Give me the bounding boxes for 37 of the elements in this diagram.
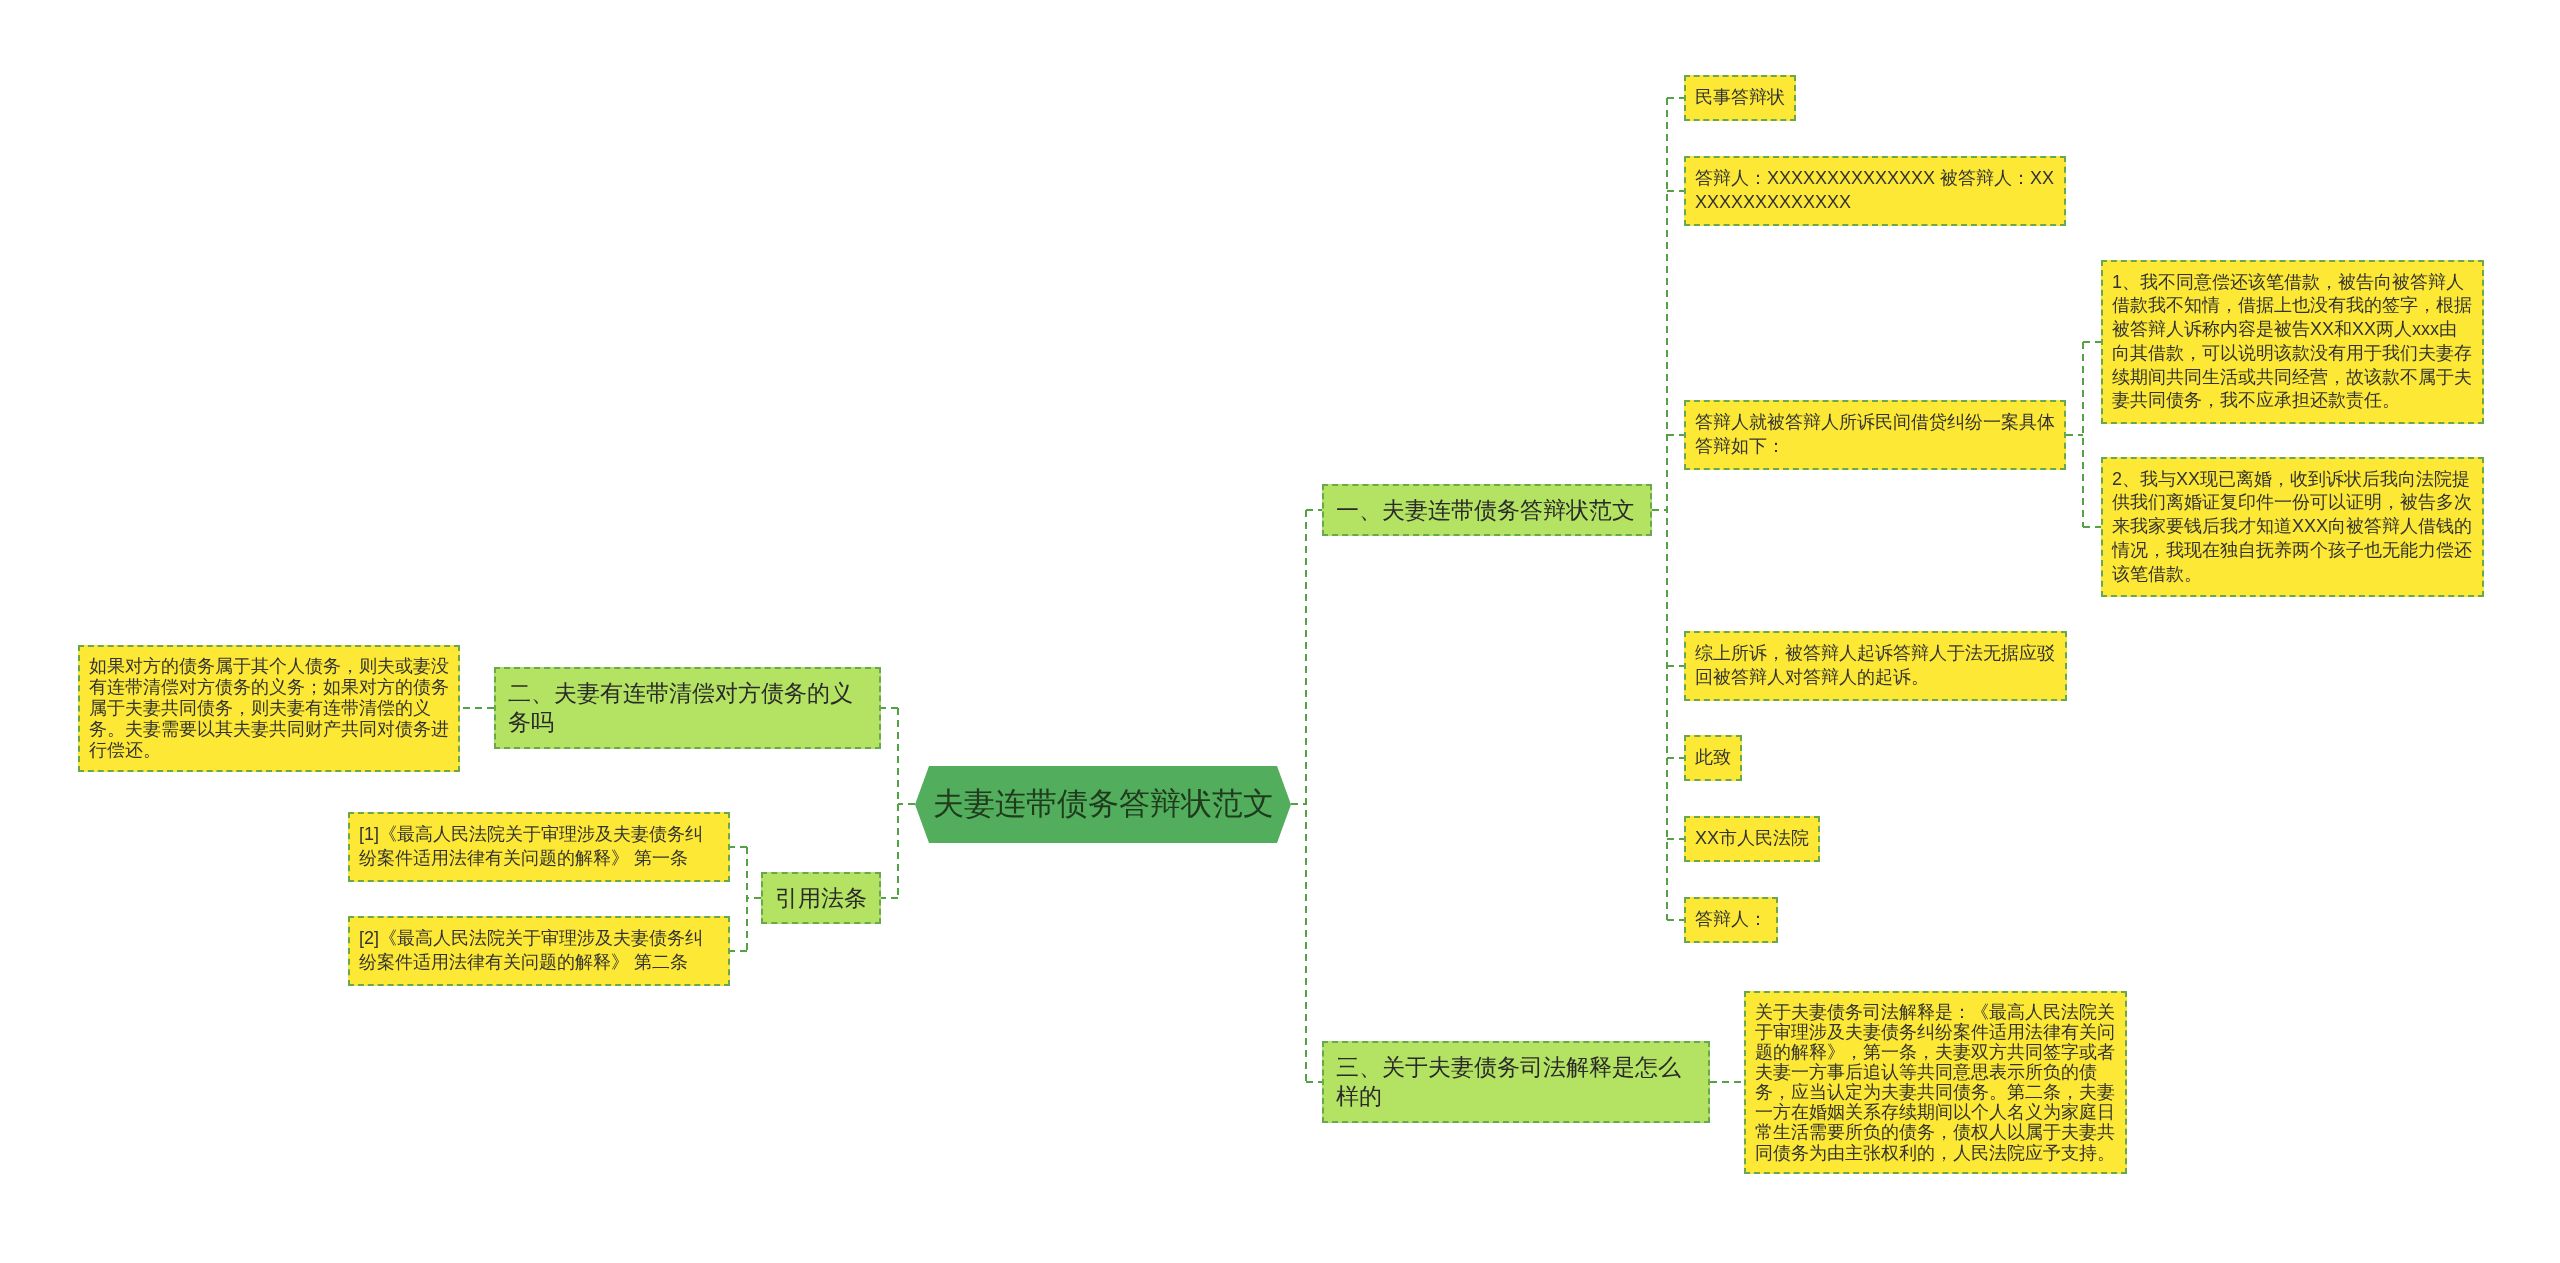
- connector-line: [2082, 341, 2102, 343]
- note-box: [2]《最高人民法院关于审理涉及夫妻债务纠纷案件适用法律有关问题的解释》 第二条: [348, 916, 730, 986]
- connector-line: [1651, 97, 1668, 921]
- note-box: [1]《最高人民法院关于审理涉及夫妻债务纠纷案件适用法律有关问题的解释》 第一条: [348, 812, 730, 882]
- note-box: 此致: [1684, 735, 1742, 781]
- connector-line: [1666, 190, 1685, 192]
- note-box: 1、我不同意偿还该笔借款，被告向被答辩人借款我不知情，借据上也没有我的签字，根据被答辩人诉称内容是被告XX和XX两人xxx由向其借款，可以说明该款没有用于我们夫妻存续期间共同生活或共同经营，故该款不属于夫妻共同债务，我不应承担还款责任。: [2101, 259, 2484, 424]
- connector-line: [1305, 1081, 1323, 1083]
- connector-line: [880, 707, 899, 709]
- connector-line: [880, 897, 899, 899]
- branch-topic-box: 三、关于夫妻债务司法解释是怎么样的: [1322, 1041, 1710, 1123]
- connector-line: [1666, 919, 1685, 921]
- note-box: 关于夫妻债务司法解释是：《最高人民法院关于审理涉及夫妻债务纠纷案件适用法律有关问题的解释》，第一条，夫妻双方共同签字或者夫妻一方事后追认等共同意思表示所负的债务，应当认定为夫妻共同债务。第二条，夫妻一方在婚姻关系存续期间以个人名义为家庭日常生活需要所负的债务，债权人以属于夫妻共同债务为由主张权利的，人民法院应予支持。: [1744, 990, 2127, 1174]
- connector-line: [2065, 341, 2084, 528]
- connector-line: [1290, 509, 1307, 1083]
- note-box: 如果对方的债务属于其个人债务，则夫或妻没有连带清偿对方债务的义务；如果对方的债务属于夫妻共同债务，则夫妻有连带清偿的义务。夫妻需要以其夫妻共同财产共同对债务进行偿还。: [78, 644, 460, 772]
- note-box: 答辩人：XXXXXXXXXXXXXX 被答辩人：XXXXXXXXXXXXXXX: [1684, 156, 2066, 226]
- central-topic-hexagon: 夫妻连带债务答辩状范文: [915, 765, 1291, 843]
- connector-line: [746, 846, 762, 952]
- branch-topic-box: 一、夫妻连带债务答辩状范文: [1322, 483, 1652, 537]
- connector-line: [729, 950, 748, 952]
- connector-line: [2082, 526, 2102, 528]
- note-box: 答辩人：: [1684, 897, 1778, 943]
- note-box: 综上所诉，被答辩人起诉答辩人于法无据应驳回被答辩人对答辩人的起诉。: [1684, 631, 2067, 701]
- connector-line: [1666, 757, 1685, 759]
- branch-topic-box: 引用法条: [761, 871, 881, 925]
- note-box: XX市人民法院: [1684, 816, 1820, 862]
- connector-line: [1666, 434, 1685, 436]
- connector-line: [1666, 97, 1685, 99]
- note-box: 答辩人就被答辩人所诉民间借贷纠纷一案具体答辩如下：: [1684, 400, 2066, 470]
- branch-topic-box: 二、夫妻有连带清偿对方债务的义务吗: [494, 667, 881, 749]
- connector-line: [1666, 838, 1685, 840]
- connector-line: [729, 846, 748, 848]
- note-box: 2、我与XX现已离婚，收到诉状后我向法院提供我们离婚证复印件一份可以证明，被告多次来我家要钱后我才知道XXX向被答辩人借钱的情况，我现在独自抚养两个孩子也无能力偿还该笔借款。: [2101, 456, 2484, 598]
- connector-line: [1305, 509, 1323, 511]
- note-box: 民事答辩状: [1684, 75, 1796, 121]
- connector-line: [1666, 665, 1685, 667]
